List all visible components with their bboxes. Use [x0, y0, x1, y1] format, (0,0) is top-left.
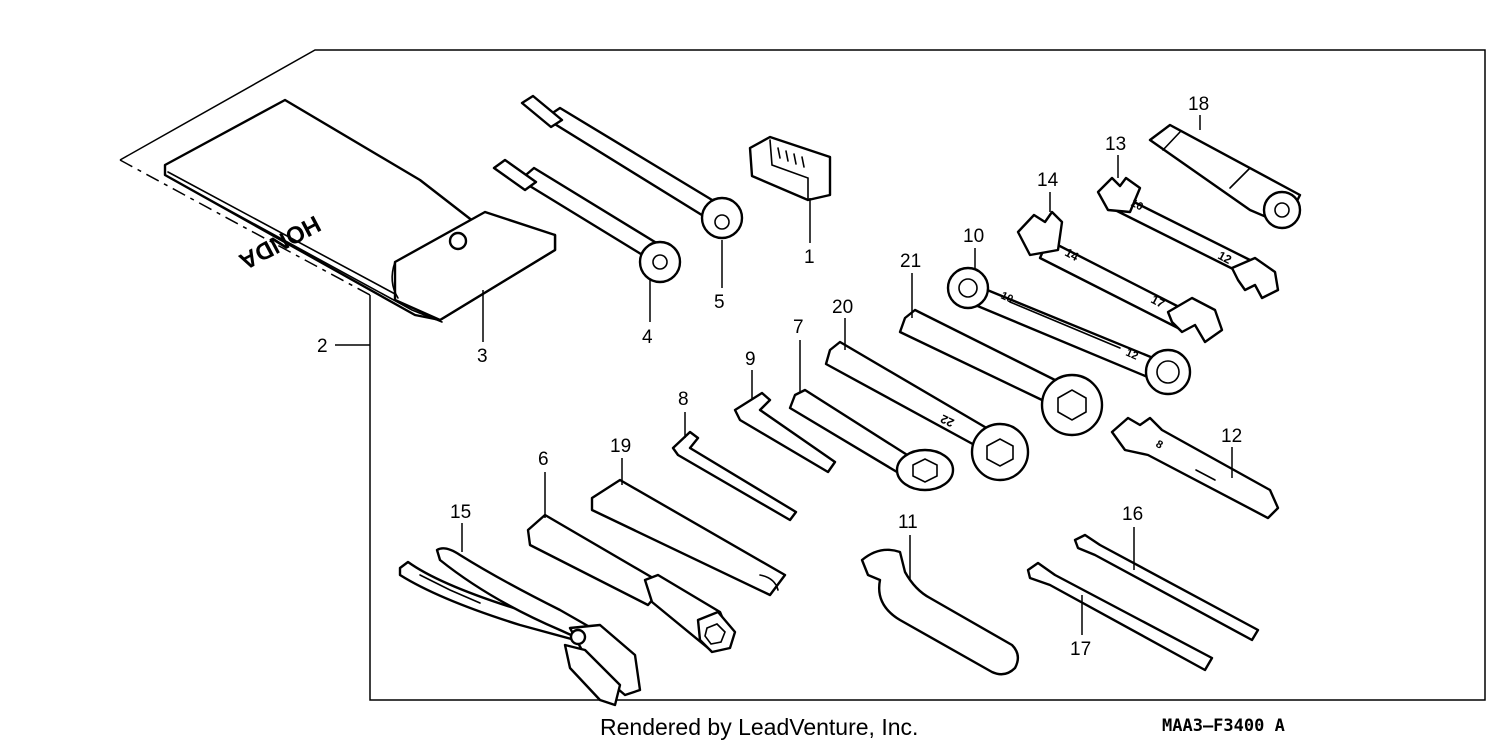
wrench-10-marking-large: 12 [1124, 347, 1140, 363]
socket-bar-4 [492, 158, 682, 284]
socket-bar-5 [520, 94, 744, 240]
callout-20: 20 [832, 297, 853, 318]
callout-18: 18 [1188, 94, 1209, 115]
callout-6: 6 [538, 449, 549, 470]
kit-boundary [119, 49, 1486, 701]
diagram-code: MAA3–F3400 A [1162, 716, 1285, 736]
hex-key-8 [671, 430, 798, 522]
wrench-20-marking: 22 [938, 412, 956, 430]
wrench-10-marking-small: 10 [999, 290, 1015, 306]
callout-1: 1 [804, 247, 815, 268]
pliers-15 [398, 547, 642, 707]
callout-10: 10 [963, 226, 984, 247]
wrench-13: 10 12 [1096, 176, 1280, 300]
wrench-21 [898, 308, 1104, 437]
callout-3: 3 [477, 346, 488, 367]
clip-1 [748, 135, 832, 202]
callout-9: 9 [745, 349, 756, 370]
spark-plug-wrench-6 [526, 513, 737, 654]
wrench-10: 10 12 [946, 266, 1192, 396]
wrench-20: 22 [824, 340, 1030, 482]
callout-12: 12 [1221, 426, 1242, 447]
screwdriver-handle-18 [1148, 123, 1302, 230]
callout-4: 4 [642, 327, 653, 348]
screwdriver-17 [1026, 561, 1214, 672]
wrench-12-marking: 8 [1154, 438, 1165, 451]
screwdriver-16 [1073, 533, 1260, 642]
callout-8: 8 [678, 389, 689, 410]
callout-5: 5 [714, 292, 725, 313]
callout-19: 19 [610, 436, 631, 457]
callout-2: 2 [317, 336, 328, 357]
wrench-13-marking-large: 12 [1216, 248, 1235, 267]
wrench-7 [788, 388, 955, 492]
wrench-14-marking-small: 14 [1063, 245, 1082, 264]
hex-key-9 [733, 391, 837, 474]
leader-lines [335, 115, 1233, 635]
extension-bar-19 [590, 478, 787, 597]
wrench-13-marking-small: 10 [1129, 197, 1145, 213]
wrench-12: 8 [1110, 416, 1280, 520]
callout-17: 17 [1070, 639, 1091, 660]
callout-13: 13 [1105, 134, 1126, 155]
callout-11: 11 [898, 512, 918, 533]
callout-16: 16 [1122, 504, 1143, 525]
wrench-14: 14 17 [1016, 210, 1224, 344]
callout-7: 7 [793, 317, 804, 338]
tool-pouch: HONDA [163, 98, 557, 323]
callout-15: 15 [450, 502, 471, 523]
callout-21: 21 [900, 251, 921, 272]
render-credit: Rendered by LeadVenture, Inc. [600, 714, 919, 740]
callouts: 1 2 3 4 5 6 7 8 9 10 11 12 13 14 15 16 1… [317, 94, 1242, 660]
pin-spanner-11 [860, 548, 1020, 676]
wrench-14-marking-large: 17 [1149, 292, 1168, 311]
callout-14: 14 [1037, 170, 1059, 191]
